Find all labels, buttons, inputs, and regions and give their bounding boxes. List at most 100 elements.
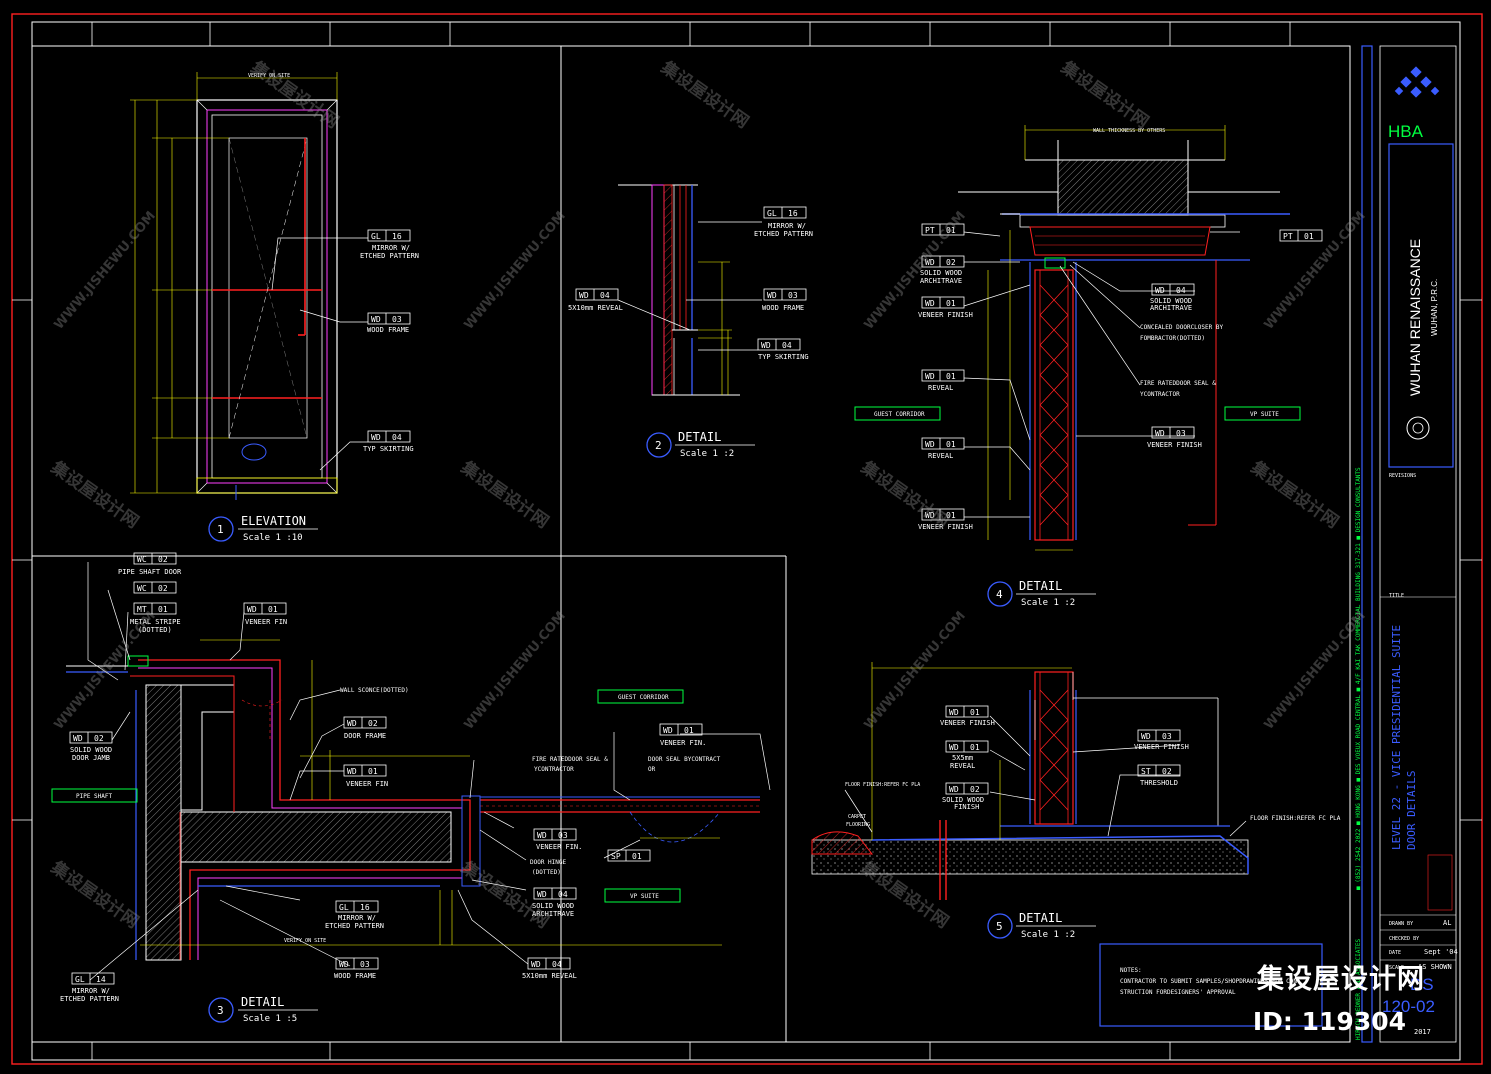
- watermark-tile-url: WWW.JISHEWU.COM: [462, 609, 569, 733]
- svg-text:VENEER FINISH: VENEER FINISH: [1134, 743, 1189, 751]
- svg-text:WD: WD: [925, 440, 935, 449]
- svg-text:GL: GL: [339, 903, 349, 912]
- svg-text:WD: WD: [371, 433, 381, 442]
- tag-wd02-v3-frame: WD 02 DOOR FRAME: [343, 716, 387, 740]
- svg-text:WD: WD: [247, 605, 257, 614]
- tag-pt01-v4-left: PT 01: [921, 223, 965, 236]
- svg-text:03: 03: [558, 831, 568, 840]
- tag-wd01-v4-a: WD 01 VENEER FINISH: [918, 296, 973, 319]
- svg-text:CARPET: CARPET: [848, 814, 866, 820]
- svg-text:(DOTTED): (DOTTED): [532, 869, 561, 876]
- tag-gl16-v1: GL 16 MIRROR W/ ETCHED PATTERN: [360, 229, 419, 260]
- svg-text:02: 02: [158, 584, 168, 593]
- sheet-number-1: DS: [1410, 975, 1434, 994]
- svg-text:DOOR HINGE: DOOR HINGE: [530, 859, 567, 866]
- tag-gl16-v3: GL 16 MIRROR W/ ETCHED PATTERN: [325, 900, 384, 930]
- hba-logo-icon: [1394, 66, 1440, 98]
- svg-text:FLOOR FINISH:REFER FC PLA: FLOOR FINISH:REFER FC PLA: [1250, 815, 1341, 822]
- svg-text:VERIFY ON SITE: VERIFY ON SITE: [284, 938, 326, 944]
- svg-text:01: 01: [946, 299, 956, 308]
- svg-text:FLOORING: FLOORING: [846, 822, 870, 828]
- svg-text:01: 01: [946, 372, 956, 381]
- tag-wd04-v4: WD 04 SOLID WOOD ARCHITRAVE: [1150, 283, 1195, 312]
- view-4-detail: WALL THICKNESS BY OTHERS GUEST CORRIDOR …: [854, 125, 1301, 551]
- wall-thickness-label: WALL THICKNESS BY OTHERS: [1093, 128, 1165, 134]
- svg-text:DRAWN BY: DRAWN BY: [1389, 921, 1413, 927]
- svg-text:03: 03: [1162, 732, 1172, 741]
- svg-text:AS SHOWN: AS SHOWN: [1418, 963, 1452, 971]
- svg-text:01: 01: [368, 767, 378, 776]
- view-1-title: 1 ELEVATION Scale 1 :10: [208, 514, 318, 543]
- svg-text:WD: WD: [339, 960, 349, 969]
- view-2-detail: [617, 184, 762, 396]
- svg-text:02: 02: [1162, 767, 1172, 776]
- svg-text:VENEER FIN.: VENEER FIN.: [536, 843, 582, 851]
- svg-text:WD: WD: [663, 726, 673, 735]
- svg-text:WD: WD: [531, 960, 541, 969]
- tag-gl14-v3: GL 14 MIRROR W/ ETCHED PATTERN: [60, 972, 119, 1003]
- svg-text:CHECKED BY: CHECKED BY: [1389, 936, 1419, 942]
- title-block: HBA WUHAN RENAISSANCE WUHAN, P.R.C. REVI…: [1355, 45, 1458, 1043]
- solid-wood-finish: FINISH: [954, 803, 979, 811]
- svg-text:FLOOR FINISH:REFER FC PLA: FLOOR FINISH:REFER FC PLA: [845, 782, 920, 788]
- svg-text:ETCHED PATTERN: ETCHED PATTERN: [60, 995, 119, 1003]
- svg-text:WD: WD: [925, 511, 935, 520]
- svg-text:MIRROR W/: MIRROR W/: [338, 914, 376, 922]
- svg-text:DETAIL: DETAIL: [678, 430, 721, 444]
- svg-text:MT: MT: [137, 605, 147, 614]
- svg-text:PT: PT: [925, 226, 935, 235]
- watermark-tile-url: WWW.JISHEWU.COM: [462, 209, 569, 333]
- svg-text:ETCHED PATTERN: ETCHED PATTERN: [360, 252, 419, 260]
- svg-text:CONTRACTOR TO SUBMIT SAMPLES/S: CONTRACTOR TO SUBMIT SAMPLES/SHOPDRAWING…: [1120, 978, 1297, 985]
- svg-text:REVEAL: REVEAL: [950, 762, 975, 770]
- watermark-tile: 集设屋设计网: [856, 456, 952, 532]
- vp-suite-tag-v3: VP SUITE: [630, 893, 659, 900]
- svg-text:04: 04: [600, 291, 610, 300]
- tag-wd01-v4-d: WD 01 VENEER FINISH: [918, 508, 973, 531]
- svg-text:ST: ST: [1141, 767, 1151, 776]
- svg-text:Scale 1 :10: Scale 1 :10: [243, 533, 303, 543]
- svg-text:SOLID WOOD: SOLID WOOD: [70, 746, 112, 754]
- tag-wd01-v4-b: WD 01 REVEAL: [921, 369, 965, 392]
- svg-text:01: 01: [158, 605, 168, 614]
- svg-text:04: 04: [552, 960, 562, 969]
- svg-text:01: 01: [970, 743, 980, 752]
- tag-gl16-v2: GL 16 MIRROR W/ ETCHED PATTERN: [754, 206, 813, 238]
- svg-text:WD: WD: [347, 719, 357, 728]
- watermark-brand: 集设屋设计网: [1257, 964, 1425, 995]
- svg-text:WD: WD: [1155, 286, 1165, 295]
- svg-text:ARCHITRAVE: ARCHITRAVE: [532, 910, 574, 918]
- svg-text:Scale 1 :5: Scale 1 :5: [243, 1014, 297, 1024]
- svg-text:01: 01: [684, 726, 694, 735]
- guest-corridor-tag-v4: GUEST CORRIDOR: [874, 411, 925, 418]
- svg-text:YCONTRACTOR: YCONTRACTOR: [1140, 391, 1180, 398]
- svg-text:WD: WD: [949, 708, 959, 717]
- svg-text:WD: WD: [1141, 732, 1151, 741]
- view-1-elevation: VERIFY ON SITE: [130, 72, 368, 500]
- svg-text:14: 14: [96, 975, 106, 984]
- tag-wd03-v3: WD 03 VENEER FIN.: [533, 828, 582, 851]
- sheet-title-1: LEVEL 22 - VICE PRESIDENTIAL SUITE: [1390, 625, 1403, 850]
- svg-text:03: 03: [788, 291, 798, 300]
- sheet-number-2: 120-02: [1382, 997, 1435, 1016]
- watermark-tile: 集设屋设计网: [46, 456, 142, 532]
- svg-text:SOLID WOOD: SOLID WOOD: [942, 796, 984, 804]
- svg-text:5X5mm: 5X5mm: [952, 754, 973, 762]
- svg-text:DETAIL: DETAIL: [1019, 911, 1062, 925]
- svg-text:01: 01: [268, 605, 278, 614]
- svg-text:02: 02: [946, 258, 956, 267]
- tag-wd03-v1: WD 03 WOOD FRAME: [367, 312, 411, 334]
- project-logo-icon: [1406, 416, 1430, 440]
- svg-text:DOOR FRAME: DOOR FRAME: [344, 732, 386, 740]
- tag-wd04-v3-reveal: WD 04 5X10mm REVEAL: [522, 957, 577, 980]
- svg-text:DATE: DATE: [1389, 950, 1401, 956]
- svg-text:WOOD FRAME: WOOD FRAME: [367, 326, 409, 334]
- sheet-border: [11, 13, 1483, 1065]
- vp-suite-tag-v4: VP SUITE: [1250, 411, 1279, 418]
- svg-text:WOOD FRAME: WOOD FRAME: [762, 304, 804, 312]
- svg-text:VENEER FINISH: VENEER FINISH: [918, 523, 973, 531]
- svg-text:Sept '04: Sept '04: [1424, 948, 1458, 956]
- svg-text:2: 2: [655, 439, 662, 452]
- watermark-tile: 集设屋设计网: [1056, 56, 1152, 132]
